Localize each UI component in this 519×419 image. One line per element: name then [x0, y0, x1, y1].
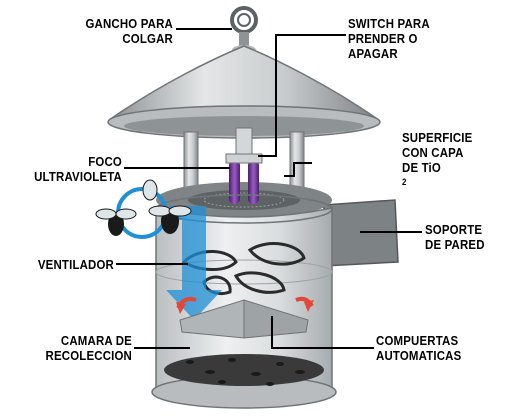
- airflow-arrow-icon: [166, 206, 222, 320]
- label-fan: VENTILADOR: [37, 257, 114, 272]
- leader-lines: [116, 28, 422, 349]
- uv-bulb: [225, 153, 263, 204]
- roof: [107, 45, 381, 139]
- automatic-gates: [176, 296, 314, 339]
- collection-chamber: [164, 354, 324, 386]
- fly-icon: [95, 179, 192, 239]
